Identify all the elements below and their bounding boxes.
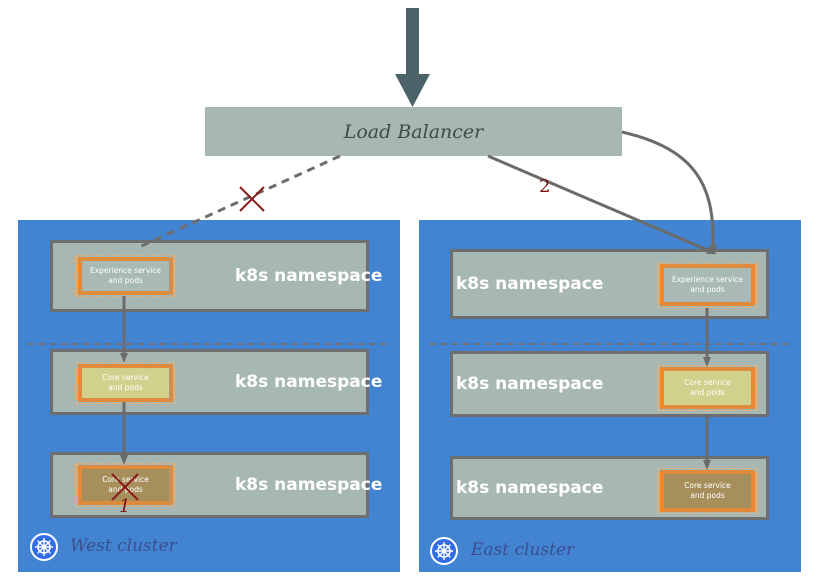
west-core-service-2-label: Core service and pods — [102, 475, 149, 494]
east-namespace-label-3: k8s namespace — [456, 478, 604, 498]
failed-service-x-icon — [111, 473, 139, 501]
west-kubernetes-helm-icon — [30, 533, 58, 561]
east-namespace-experience[interactable]: Experience service and pods k8s namespac… — [450, 249, 769, 319]
west-namespace-core-1[interactable]: Core service and pods k8s namespace — [50, 349, 382, 415]
west-namespace-experience[interactable]: Experience service and pods k8s namespac… — [50, 240, 382, 312]
reroute-line — [487, 154, 717, 254]
west-experience-service-label: Experience service and pods — [89, 266, 162, 285]
west-namespace-core-2[interactable]: Core service and pods k8s namespace — [50, 452, 382, 518]
east-kubernetes-helm-icon — [430, 537, 458, 565]
ingress-arrow-down-icon — [395, 8, 430, 107]
east-namespace-core-1[interactable]: Core service and pods k8s namespace — [450, 351, 769, 417]
failure-step-number: 1 — [119, 496, 131, 517]
east-core-service-2-label: Core service and pods — [684, 481, 731, 500]
west-core-service-1-label: Core service and pods — [102, 373, 149, 392]
failed-route-x-icon — [239, 186, 265, 212]
east-core-service-2[interactable]: Core service and pods — [658, 468, 757, 514]
west-namespace-label-3: k8s namespace — [235, 475, 383, 495]
east-core-service-1-label: Core service and pods — [684, 378, 731, 397]
west-core-service-2[interactable]: Core service and pods — [76, 463, 175, 507]
lb-to-east-curve — [621, 130, 718, 255]
load-balancer-label: Load Balancer — [343, 120, 484, 143]
load-balancer[interactable]: Load Balancer — [205, 107, 622, 156]
west-namespace-label-2: k8s namespace — [235, 372, 383, 392]
east-namespace-core-2[interactable]: Core service and pods k8s namespace — [450, 456, 769, 520]
west-namespace-label-1: k8s namespace — [235, 266, 383, 286]
east-experience-service[interactable]: Experience service and pods — [658, 262, 757, 308]
east-experience-service-label: Experience service and pods — [671, 275, 744, 294]
west-core-service-1[interactable]: Core service and pods — [76, 362, 175, 404]
west-cluster-label: West cluster — [70, 536, 177, 556]
reroute-step-number: 2 — [539, 176, 551, 197]
failed-route-line — [136, 154, 341, 250]
east-cluster-label: East cluster — [471, 540, 575, 560]
east-core-service-1[interactable]: Core service and pods — [658, 365, 757, 411]
west-experience-service[interactable]: Experience service and pods — [76, 255, 175, 297]
east-namespace-label-2: k8s namespace — [456, 374, 604, 394]
east-namespace-label-1: k8s namespace — [456, 274, 604, 294]
